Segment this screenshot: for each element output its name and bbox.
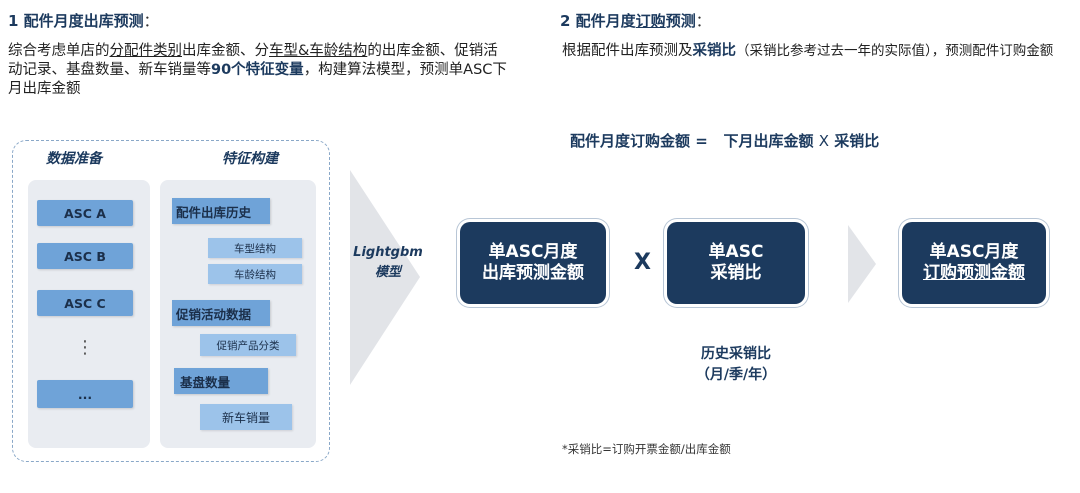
- flow-box-order-line2: 订购预测金额: [923, 263, 1025, 283]
- section2-title-colon: ：: [695, 12, 711, 30]
- footnote: *采销比=订购开票金额/出库金额: [562, 442, 731, 456]
- section1-desc-highlight: 90个特征变量: [211, 62, 304, 78]
- flow-box-purchase-sales-ratio: 单ASC 采销比: [667, 222, 805, 304]
- column-title-feature-build: 特征构建: [222, 151, 278, 167]
- feature-vehicle-model-structure: 车型结构: [208, 238, 302, 258]
- flow-box-outbound-line2: 出库预测金额: [482, 263, 584, 283]
- model-label-suffix: 模型: [374, 265, 401, 280]
- asc-item: ASC A: [37, 200, 133, 226]
- asc-item: ASC B: [37, 243, 133, 269]
- feature-promotion-data: 促销活动数据: [172, 300, 270, 326]
- formula-middle: 下月出库金额: [723, 132, 814, 150]
- history-ratio-period: （月/季/年）: [695, 367, 777, 383]
- asc-item: ...: [37, 380, 133, 408]
- section1-desc-part1: 综合考虑单店的: [8, 43, 110, 59]
- section1-desc-underline1: 分配件类别: [109, 43, 183, 59]
- chevron-right-icon: [848, 225, 876, 303]
- section1-desc-part3: 的出库金额、促销活动记录、基盘数量、新车销量等: [8, 43, 498, 78]
- section2-title-text: 2 配件月度: [560, 12, 636, 30]
- multiply-sign: X: [634, 250, 651, 275]
- asc-ellipsis-vertical: ⋮: [76, 337, 94, 358]
- section1-title: 1 配件月度出库预测：: [8, 10, 159, 31]
- section2-title: 2 配件月度订购预测：: [560, 10, 711, 31]
- model-label: Lightgbm 模型: [343, 243, 433, 283]
- data-pipeline-frame: [12, 140, 330, 462]
- section2-desc-part2: （采销比参考过去一年的实际值），预测配件订购金额: [736, 43, 1054, 59]
- order-amount-formula: 配件月度订购金额 = 下月出库金额 X 采销比: [570, 130, 879, 151]
- flow-box-outbound-line1: 单ASC月度: [488, 242, 578, 262]
- flow-box-order-forecast: 单ASC月度 订购预测金额: [902, 222, 1046, 304]
- column-title-data-prep: 数据准备: [46, 151, 102, 167]
- section2-title-end: 预测: [665, 12, 696, 30]
- flow-box-ratio-line2: 采销比: [710, 263, 762, 283]
- section1-desc-part4: ，构建算法模型，预测单ASC下月出库金额: [8, 62, 507, 97]
- section2-title-underline: 订购: [635, 12, 666, 30]
- formula-left: 配件月度订购金额 =: [570, 132, 708, 150]
- flow-box-outbound-forecast: 单ASC月度 出库预测金额: [460, 222, 606, 304]
- section1-description: 综合考虑单店的分配件类别出库金额、分车型&车龄结构的出库金额、促销活动记录、基盘…: [8, 42, 508, 99]
- section2-desc-part1: 根据配件出库预测及: [562, 43, 693, 59]
- feature-new-car-sales: 新车销量: [200, 404, 292, 430]
- section2-desc-highlight: 采销比: [692, 43, 737, 59]
- section1-desc-underline2: 车型&车龄结构: [269, 43, 368, 59]
- feature-base-count: 基盘数量: [174, 368, 268, 394]
- formula-right: 采销比: [834, 132, 880, 150]
- section1-desc-part2: 出库金额、分: [182, 43, 269, 59]
- section1-title-text: 1 配件月度出库预测: [8, 12, 144, 30]
- history-ratio-title: 历史采销比: [701, 346, 771, 362]
- asc-item: ASC C: [37, 290, 133, 316]
- flow-box-ratio-line1: 单ASC: [708, 242, 764, 262]
- model-label-name: Lightgbm: [353, 245, 423, 260]
- feature-promo-product-category: 促销产品分类: [200, 334, 296, 356]
- feature-parts-history: 配件出库历史: [172, 198, 270, 224]
- history-ratio-label: 历史采销比 （月/季/年）: [676, 344, 796, 386]
- chevron-right-icon: [350, 170, 420, 385]
- feature-vehicle-age-structure: 车龄结构: [208, 264, 302, 284]
- section1-title-colon: ：: [143, 12, 159, 30]
- formula-times: X: [818, 132, 829, 150]
- section2-description: 根据配件出库预测及采销比（采销比参考过去一年的实际值），预测配件订购金额: [562, 42, 1074, 61]
- flow-box-order-line1: 单ASC月度: [929, 242, 1019, 262]
